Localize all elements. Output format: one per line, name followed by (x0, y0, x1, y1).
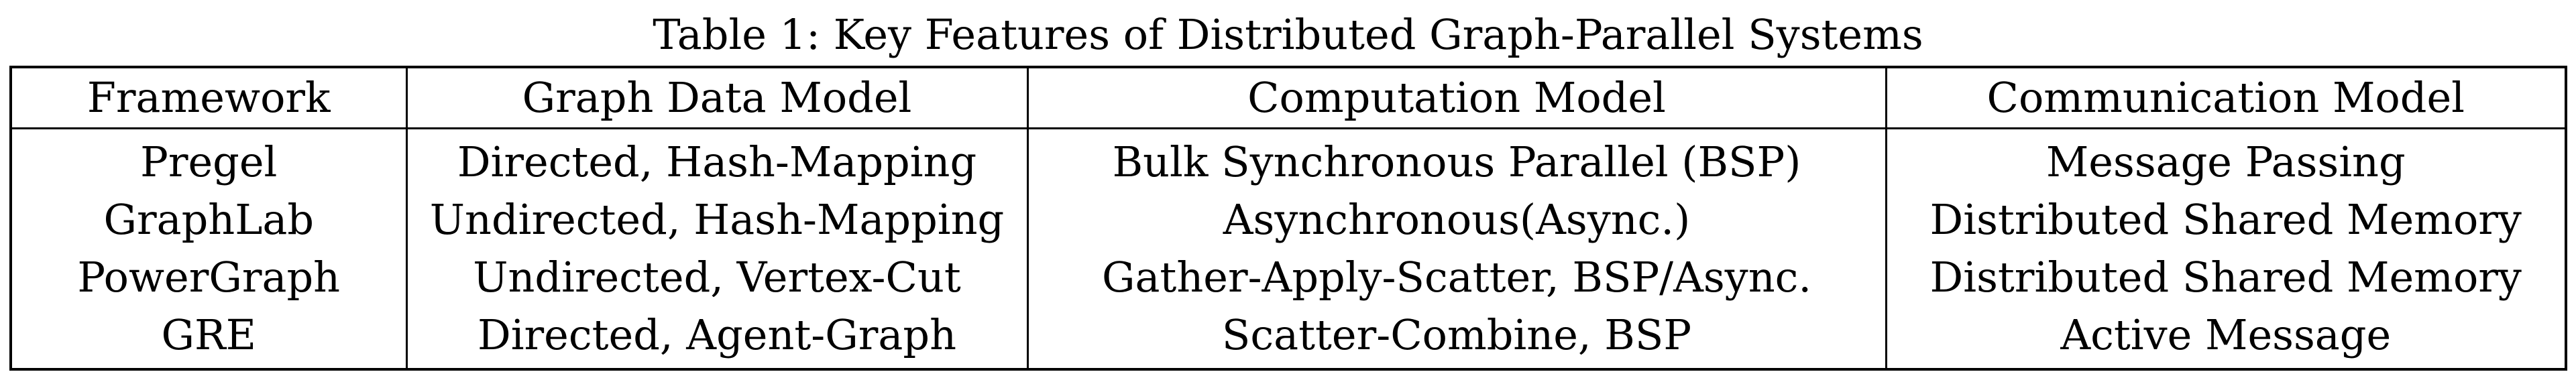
cell-framework: Pregel (9, 128, 408, 191)
table-row: Pregel Directed, Hash-Mapping Bulk Synch… (9, 128, 2567, 191)
cell-communication-model: Distributed Shared Memory (1885, 249, 2567, 306)
cell-graph-data-model: Undirected, Hash-Mapping (405, 191, 1029, 249)
cell-communication-model: Active Message (1885, 306, 2567, 369)
cell-framework: GRE (9, 306, 408, 369)
table-header-row: Framework Graph Data Model Computation M… (9, 67, 2567, 129)
column-header-framework: Framework (9, 67, 408, 129)
cell-communication-model: Distributed Shared Memory (1885, 191, 2567, 249)
cell-graph-data-model: Directed, Hash-Mapping (405, 128, 1029, 191)
cell-computation-model: Bulk Synchronous Parallel (BSP) (1026, 128, 1887, 191)
cell-computation-model: Gather-Apply-Scatter, BSP/Async. (1026, 249, 1887, 306)
column-header-communication-model: Communication Model (1885, 67, 2567, 129)
cell-framework: PowerGraph (9, 249, 408, 306)
column-header-computation-model: Computation Model (1026, 67, 1887, 129)
table-row: PowerGraph Undirected, Vertex-Cut Gather… (9, 249, 2567, 306)
cell-computation-model: Scatter-Combine, BSP (1026, 306, 1887, 369)
cell-computation-model: Asynchronous(Async.) (1026, 191, 1887, 249)
features-table: Framework Graph Data Model Computation M… (9, 66, 2567, 371)
cell-graph-data-model: Undirected, Vertex-Cut (405, 249, 1029, 306)
cell-graph-data-model: Directed, Agent-Graph (405, 306, 1029, 369)
table-row: GRE Directed, Agent-Graph Scatter-Combin… (9, 306, 2567, 369)
cell-framework: GraphLab (9, 191, 408, 249)
cell-communication-model: Message Passing (1885, 128, 2567, 191)
table-row: GraphLab Undirected, Hash-Mapping Asynch… (9, 191, 2567, 249)
column-header-graph-data-model: Graph Data Model (405, 67, 1029, 129)
table-caption: Table 1: Key Features of Distributed Gra… (653, 10, 1923, 59)
